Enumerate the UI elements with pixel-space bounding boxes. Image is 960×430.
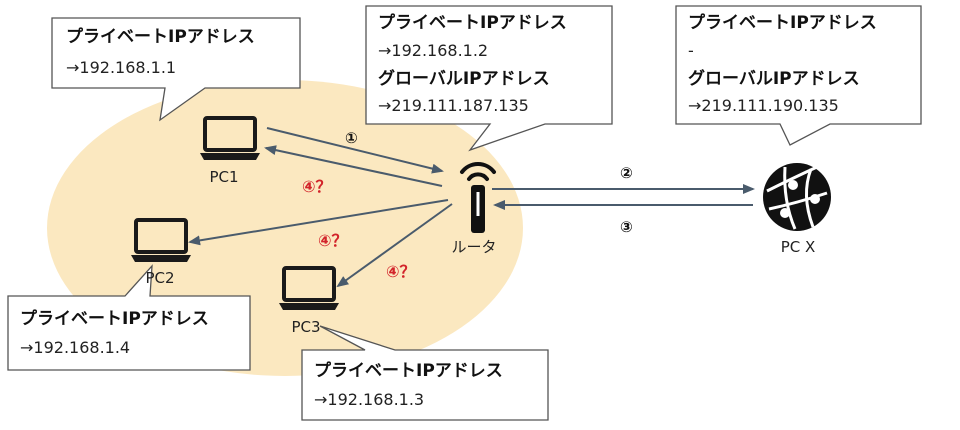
wifi-router-icon <box>460 162 496 233</box>
pc2-callout-title: プライベートIPアドレス <box>20 308 209 329</box>
globe-network-icon <box>763 163 831 231</box>
pcx-callout-private-ip: - <box>688 41 694 60</box>
router-callout: プライベートIPアドレス →192.168.1.2 グローバルIPアドレス →2… <box>365 5 613 152</box>
pcx-callout-title-private: プライベートIPアドレス <box>688 12 877 33</box>
step-3-label: ③ <box>620 218 633 236</box>
pc3-label: PC3 <box>291 318 320 336</box>
pc3-callout-title: プライベートIPアドレス <box>314 360 503 381</box>
step-4-label-pc3: ④？ <box>386 262 416 281</box>
step-1-label: ① <box>345 129 358 147</box>
pc1-label: PC1 <box>209 168 238 186</box>
pcx-callout-global-ip: →219.111.190.135 <box>688 96 839 115</box>
router-label: ルータ <box>451 238 496 256</box>
pc3-laptop-icon <box>279 266 339 310</box>
pc1-callout-ip: →192.168.1.1 <box>66 58 176 77</box>
arrow-router-to-pc1 <box>264 145 443 187</box>
router-callout-private-ip: →192.168.1.2 <box>378 41 488 60</box>
router-callout-global-ip: →219.111.187.135 <box>378 96 529 115</box>
pc2-callout: プライベートIPアドレス →192.168.1.4 <box>7 264 251 371</box>
pc3-callout: プライベートIPアドレス →192.168.1.3 <box>301 325 549 421</box>
arrow-router-to-pc3 <box>336 203 453 288</box>
pcx-label: PC X <box>781 238 816 256</box>
arrow-router-to-pc2 <box>188 199 449 246</box>
router-callout-title-global: グローバルIPアドレス <box>378 68 550 89</box>
pc3-callout-ip: →192.168.1.3 <box>314 390 424 409</box>
pc1-laptop-icon <box>200 116 260 160</box>
step-4-label-pc2: ④？ <box>318 231 348 250</box>
step-4-label-pc1: ④？ <box>302 177 332 196</box>
arrow-pc1-to-router <box>266 127 444 174</box>
pc1-callout: プライベートIPアドレス →192.168.1.1 <box>51 17 301 122</box>
pcx-callout-title-global: グローバルIPアドレス <box>688 68 860 89</box>
pc2-laptop-icon <box>131 218 191 262</box>
pc1-callout-title: プライベートIPアドレス <box>66 26 255 47</box>
router-callout-title-private: プライベートIPアドレス <box>378 12 567 33</box>
step-2-label: ② <box>620 164 633 182</box>
pcx-callout: プライベートIPアドレス - グローバルIPアドレス →219.111.190.… <box>675 5 922 146</box>
pc2-callout-ip: →192.168.1.4 <box>20 338 130 357</box>
pc2-label: PC2 <box>145 269 174 287</box>
